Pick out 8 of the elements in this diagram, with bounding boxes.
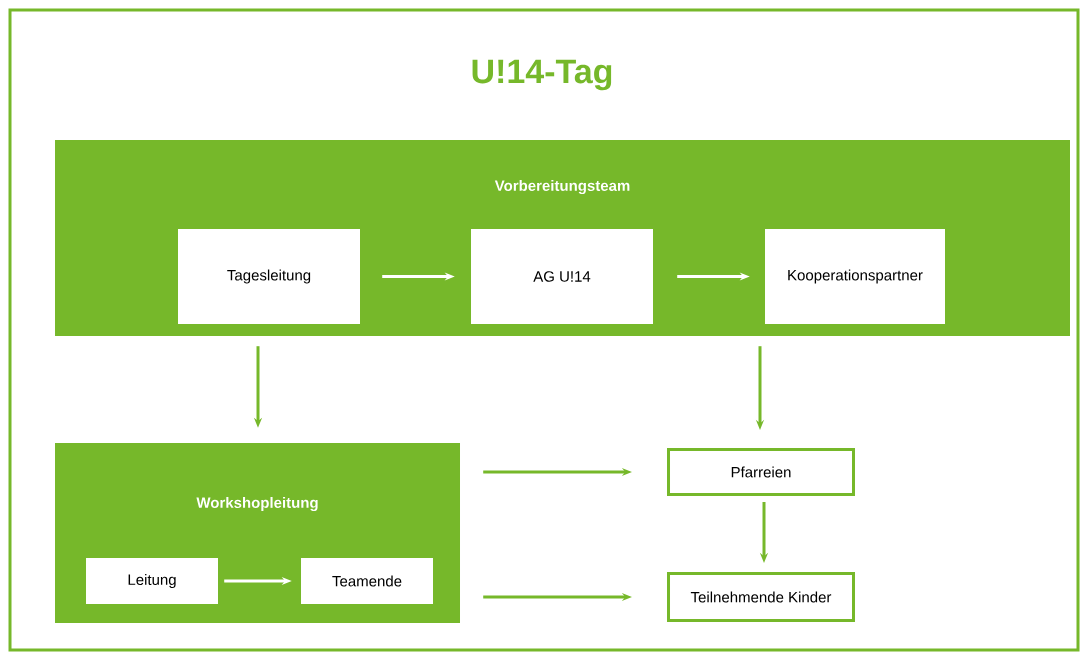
process-box: Leitung (86, 558, 218, 604)
process-box: Tagesleitung (178, 229, 360, 324)
process-box: Kooperationspartner (765, 229, 945, 324)
title: U!14-Tag (472, 59, 612, 91)
process-box: Teilnehmende Kinder (667, 572, 855, 622)
process-box: AG U!14 (471, 229, 653, 324)
process-box: Pfarreien (667, 448, 855, 496)
process-box: Teamende (301, 558, 433, 604)
